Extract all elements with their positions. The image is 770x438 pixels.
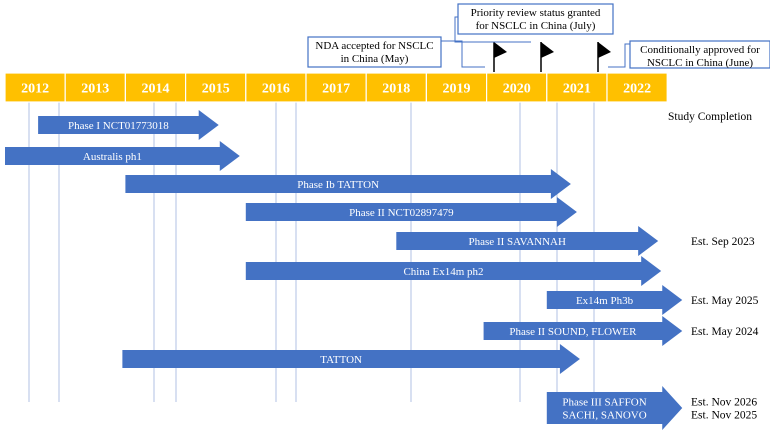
- year-cell: [245, 72, 307, 103]
- study-arrow-shape: [546, 386, 683, 430]
- completion-estimate: Est. May 2025: [691, 295, 759, 307]
- study-label: TATTON: [320, 354, 362, 366]
- year-header: 2012 2013 2014 2015 2016 2017 2018 2019 2020 2021…: [4, 72, 668, 103]
- study-arrow: TATTON: [122, 344, 580, 374]
- year-cell: [64, 72, 126, 103]
- completion-estimate: Est. Nov 2025: [691, 410, 757, 422]
- study-arrow: Australis ph1: [5, 141, 240, 171]
- milestone-flag-icon: [541, 42, 554, 58]
- year-label: 2016: [262, 82, 290, 97]
- study-label: Phase Ib TATTON: [297, 179, 379, 191]
- milestone-flag-icon: [598, 42, 611, 58]
- year-cell: [185, 72, 247, 103]
- callout-text: Priority review status granted: [471, 7, 601, 19]
- callout-text: in China (May): [341, 53, 409, 65]
- study-label: Australis ph1: [83, 151, 142, 163]
- study-arrow: China Ex14m ph2: [245, 256, 662, 286]
- study-arrow: Phase I NCT01773018: [38, 110, 219, 140]
- study-label: Ex14m Ph3b: [576, 295, 634, 307]
- study-arrow: Phase Ib TATTON: [125, 169, 571, 199]
- callout-box: [307, 36, 442, 68]
- study-arrow-shape: [122, 344, 580, 374]
- study-arrow: Phase II SOUND, FLOWER Est. May 2024: [483, 316, 759, 346]
- year-cell: [124, 72, 187, 103]
- study-arrow: Ex14m Ph3b Est. May 2025: [546, 285, 759, 315]
- study-label: Phase II SOUND, FLOWER: [509, 326, 637, 338]
- completion-estimate: Est. May 2024: [691, 326, 759, 338]
- study-arrow-shape: [245, 197, 577, 227]
- completion-estimate: Est. Sep 2023: [691, 236, 755, 248]
- study-arrow-shape: [396, 226, 659, 256]
- year-label: 2022: [623, 82, 651, 97]
- study-arrow: Phase II SAVANNAH Est. Sep 2023: [396, 226, 755, 256]
- year-label: 2014: [142, 82, 170, 97]
- year-label: 2017: [322, 82, 350, 97]
- study-arrow-shape: [483, 316, 683, 346]
- study-label: Phase III SAFFON: [562, 397, 646, 409]
- study-arrow-shape: [125, 169, 571, 199]
- study-arrow-shape: [546, 285, 683, 315]
- year-cell: [606, 72, 668, 103]
- callout-box: [629, 40, 770, 69]
- study-arrow-shape: [38, 110, 219, 140]
- study-label: Phase II NCT02897479: [349, 207, 454, 219]
- callout-leader: [454, 16, 531, 43]
- year-label: 2015: [202, 82, 230, 97]
- year-label: 2020: [503, 82, 531, 97]
- completion-estimate: Est. Nov 2026: [691, 397, 757, 409]
- year-label: 2021: [563, 82, 591, 97]
- year-label: 2018: [382, 82, 410, 97]
- year-label: 2019: [443, 82, 471, 97]
- callout-leader: [608, 43, 630, 68]
- study-arrow: Phase II NCT02897479: [245, 197, 577, 227]
- study-completion-label: Study Completion: [668, 111, 752, 123]
- year-cell: [486, 72, 548, 103]
- study-label: SACHI, SANOVO: [562, 410, 646, 422]
- study-label: China Ex14m ph2: [403, 266, 483, 278]
- study-arrow-shape: [245, 256, 662, 286]
- study-label: Phase I NCT01773018: [68, 120, 169, 132]
- callout-box: [457, 3, 614, 35]
- study-label: Phase II SAVANNAH: [469, 236, 566, 248]
- callout-text: for NSCLC in China (July): [476, 20, 596, 32]
- year-cell: [365, 72, 428, 103]
- year-cell: [425, 72, 488, 103]
- year-cell: [546, 72, 608, 103]
- callout-text: NSCLC in China (June): [647, 57, 753, 69]
- callout-text: NDA accepted for NSCLC: [315, 40, 433, 52]
- study-arrow-shape: [5, 141, 240, 171]
- year-label: 2012: [21, 82, 49, 97]
- year-label: 2013: [81, 82, 109, 97]
- year-cell: [305, 72, 367, 103]
- callout-leader: [441, 40, 485, 68]
- callout-text: Conditionally approved for: [640, 44, 760, 56]
- milestone-flag-icon: [494, 42, 507, 58]
